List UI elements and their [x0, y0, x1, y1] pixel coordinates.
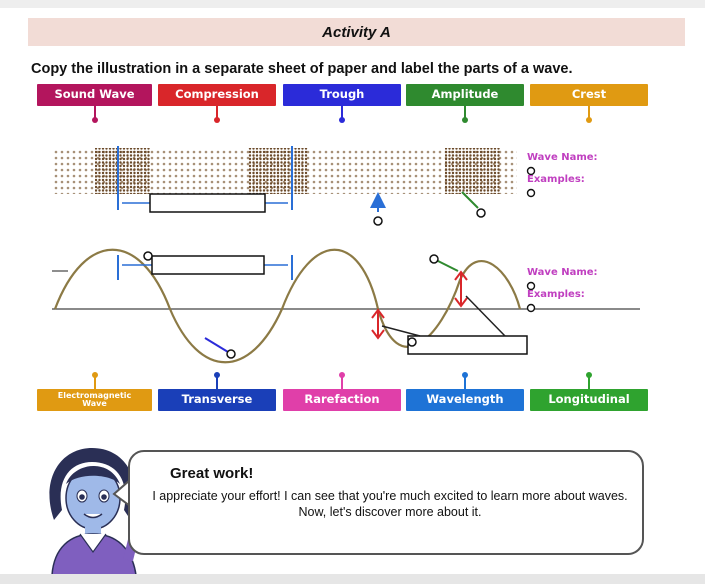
label-text: Transverse — [181, 392, 253, 407]
label-text: Trough — [319, 87, 365, 102]
label-text: Longitudinal — [548, 392, 630, 407]
longitudinal-wave — [52, 146, 517, 226]
label-longitudinal[interactable]: Longitudinal — [530, 372, 648, 411]
answer-circle[interactable] — [526, 281, 536, 291]
amplitude-arrow-heads — [454, 270, 468, 308]
answer-circle[interactable] — [143, 251, 153, 261]
pointer-line — [204, 337, 229, 353]
answer-circle[interactable] — [226, 349, 236, 359]
label-text: Compression — [175, 87, 259, 102]
speech-bubble — [128, 450, 644, 555]
label-text: Crest — [571, 87, 607, 102]
transverse-wave-name-label: Wave Name: — [527, 267, 598, 278]
pointer-line — [381, 325, 421, 337]
pointer-line — [465, 295, 506, 337]
transverse-wave — [52, 248, 640, 364]
label-rarefaction[interactable]: Rarefaction — [283, 372, 401, 411]
speech-bubble-tail — [112, 480, 131, 507]
label-text: Electromagnetic Wave — [57, 391, 132, 408]
instruction-text: Copy the illustration in a separate shee… — [31, 61, 573, 77]
answer-circle[interactable] — [429, 254, 439, 264]
label-sound-wave[interactable]: Sound Wave — [37, 84, 152, 123]
answer-box[interactable] — [407, 335, 528, 355]
label-amplitude[interactable]: Amplitude — [406, 84, 524, 123]
longitudinal-wave-name-label: Wave Name: — [527, 152, 598, 163]
answer-circle[interactable] — [526, 166, 536, 176]
label-text: Rarefaction — [304, 392, 380, 407]
answer-circle[interactable] — [373, 216, 383, 226]
message-heading: Great work! — [170, 465, 254, 482]
label-wavelength[interactable]: Wavelength — [406, 372, 524, 411]
answer-circle[interactable] — [526, 303, 536, 313]
answer-box[interactable] — [149, 193, 266, 213]
amplitude-arrow-heads — [371, 308, 385, 340]
longitudinal-examples-label: Examples: — [527, 174, 585, 185]
label-text: Sound Wave — [54, 87, 135, 102]
label-transverse[interactable]: Transverse — [158, 372, 276, 411]
bottom-edge — [0, 574, 705, 584]
label-trough[interactable]: Trough — [283, 84, 401, 123]
label-crest[interactable]: Crest — [530, 84, 648, 123]
label-compression[interactable]: Compression — [158, 84, 276, 123]
pointer-line — [461, 191, 479, 209]
label-text: Amplitude — [431, 87, 499, 102]
compression-region — [248, 148, 308, 194]
activity-title: Activity A — [322, 23, 391, 41]
pointer-line — [435, 259, 459, 272]
answer-box[interactable] — [151, 255, 265, 275]
message-body: I appreciate your effort! I can see that… — [152, 489, 628, 519]
activity-title-band: Activity A — [28, 18, 685, 46]
label-text: Wavelength — [426, 392, 504, 407]
answer-circle[interactable] — [407, 337, 417, 347]
label-electromagnetic-wave[interactable]: Electromagnetic Wave — [37, 372, 152, 411]
answer-circle[interactable] — [526, 188, 536, 198]
answer-circle[interactable] — [476, 208, 486, 218]
compression-region — [95, 148, 150, 194]
transverse-examples-label: Examples: — [527, 289, 585, 300]
top-edge — [0, 0, 705, 8]
compression-region — [445, 148, 500, 194]
